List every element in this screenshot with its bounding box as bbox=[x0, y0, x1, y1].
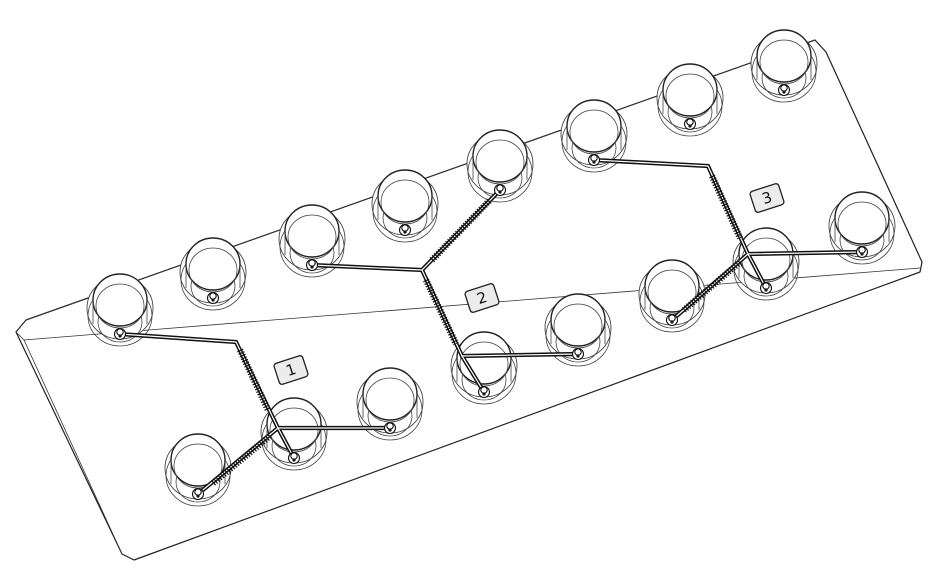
inlet-port-5 bbox=[383, 421, 397, 435]
inlet-port-12 bbox=[683, 117, 697, 131]
reservoir-well-11 bbox=[560, 99, 628, 173]
reservoir-well-10 bbox=[544, 293, 612, 367]
wells bbox=[86, 29, 896, 507]
channel-network-2 bbox=[309, 187, 581, 395]
inlet-port-8 bbox=[493, 183, 507, 197]
chip-label-1: 1 bbox=[273, 355, 309, 385]
reservoir-well-15 bbox=[732, 227, 800, 301]
reservoir-well-9 bbox=[450, 331, 518, 405]
chip-label-2: 2 bbox=[464, 283, 500, 313]
reservoir-well-6 bbox=[278, 204, 346, 278]
reservoir-well-2 bbox=[179, 237, 247, 311]
reservoir-well-13 bbox=[750, 29, 818, 103]
chip-label-3: 3 bbox=[749, 183, 785, 213]
inlet-port-16 bbox=[855, 245, 869, 259]
inlet-port-10 bbox=[571, 347, 585, 361]
inlet-port-6 bbox=[305, 258, 319, 272]
inlet-port-1 bbox=[113, 327, 127, 341]
reservoir-well-8 bbox=[466, 129, 534, 203]
inlet-port-9 bbox=[477, 385, 491, 399]
ports bbox=[113, 83, 869, 501]
reservoir-well-5 bbox=[356, 367, 424, 441]
inlet-port-15 bbox=[759, 281, 773, 295]
reservoir-well-16 bbox=[828, 191, 896, 265]
channel-network-1 bbox=[117, 331, 393, 497]
inlet-port-13 bbox=[777, 83, 791, 97]
inlet-port-11 bbox=[587, 153, 601, 167]
inlet-port-3 bbox=[191, 487, 205, 501]
inlet-port-4 bbox=[287, 451, 301, 465]
reservoir-well-1 bbox=[86, 273, 154, 347]
reservoir-well-7 bbox=[371, 169, 439, 243]
inlet-port-2 bbox=[206, 291, 220, 305]
inlet-port-14 bbox=[665, 313, 679, 327]
reservoir-well-12 bbox=[656, 63, 724, 137]
inlet-port-7 bbox=[398, 223, 412, 237]
channel-network-3 bbox=[591, 157, 865, 323]
